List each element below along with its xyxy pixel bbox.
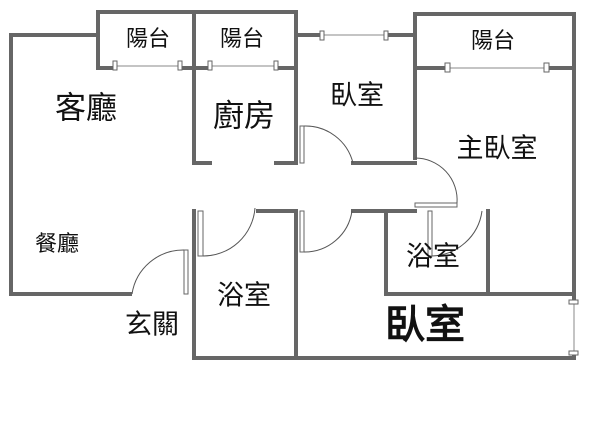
label-balcony-master: 陽台 xyxy=(471,29,515,54)
label-master-bedroom: 主臥室 xyxy=(457,134,538,165)
label-balcony-left: 陽台 xyxy=(126,27,170,52)
label-master-bathroom: 浴室 xyxy=(406,242,460,273)
label-balcony-kitchen: 陽台 xyxy=(220,27,264,52)
label-dining-room: 餐廳 xyxy=(35,232,79,257)
doors xyxy=(131,125,483,295)
windows xyxy=(112,30,579,356)
label-living-room: 客廳 xyxy=(55,91,117,127)
label-entrance: 玄關 xyxy=(125,310,179,341)
room-labels: 陽台 陽台 陽台 客廳 廚房 臥室 主臥室 餐廳 浴室 浴室 玄關 臥室 xyxy=(35,27,538,348)
label-bedroom-top: 臥室 xyxy=(330,81,384,112)
label-bedroom-bottom: 臥室 xyxy=(385,302,465,348)
label-kitchen: 廚房 xyxy=(213,99,275,135)
walls xyxy=(9,10,576,360)
label-bathroom: 浴室 xyxy=(217,281,271,312)
